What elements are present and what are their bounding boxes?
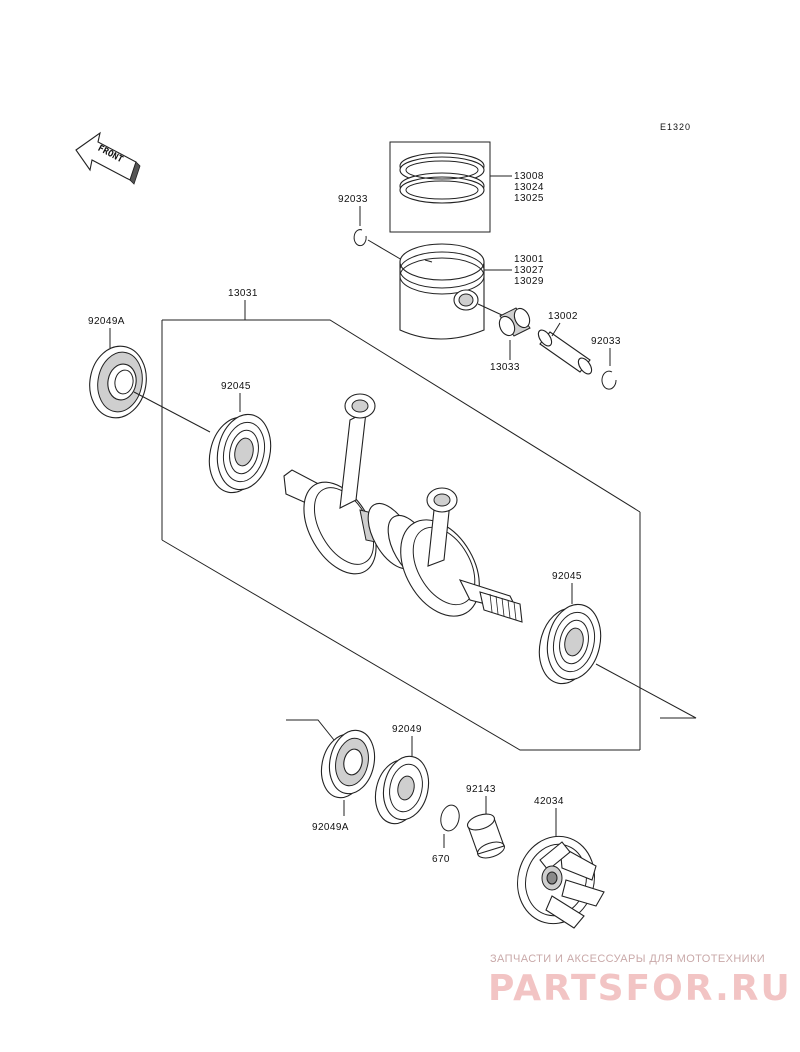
watermark-brand: PARTSFOR.RU: [488, 968, 792, 1009]
part-number-rings-3: 13025: [514, 193, 544, 204]
o-ring: [440, 804, 460, 832]
part-number-rings-1: 13008: [514, 171, 544, 182]
piston-rings: [389, 141, 491, 233]
piston-pin: [537, 329, 593, 375]
part-number-bearing-left: 92045: [221, 381, 251, 392]
oil-seal-top: [89, 345, 147, 419]
part-number-circlip-right: 92033: [591, 336, 621, 347]
part-number-seal-bottom: 92049A: [312, 822, 349, 833]
crankshaft: [283, 393, 523, 623]
part-number-bearing-bottom: 92049: [392, 724, 422, 735]
circlip-right: [601, 370, 617, 390]
watermark-tagline: ЗАПЧАСТИ И АКСЕССУАРЫ ДЛЯ МОТОТЕХНИКИ: [490, 953, 765, 965]
part-number-piston-2: 13027: [514, 265, 544, 276]
bearing-right: [538, 603, 602, 685]
needle-bearing: [498, 307, 531, 337]
collar: [466, 813, 505, 859]
part-number-bearing-right: 92045: [552, 571, 582, 582]
oil-seal-bottom: [320, 729, 376, 799]
part-number-rings-2: 13024: [514, 182, 544, 193]
part-number-collar: 92143: [466, 784, 496, 795]
part-number-circlip-left: 92033: [338, 194, 368, 205]
front-arrow-icon: FRONT: [75, 131, 141, 185]
part-number-seal-top: 92049A: [88, 316, 125, 327]
impeller: [517, 835, 605, 929]
part-number-piston-3: 13029: [514, 276, 544, 287]
diagram-code: E1320: [660, 122, 691, 132]
part-number-oring: 670: [432, 854, 450, 865]
bearing-bottom: [374, 755, 430, 825]
part-number-crankshaft: 13031: [228, 288, 258, 299]
part-number-impeller: 42034: [534, 796, 564, 807]
bearing-left: [208, 413, 272, 494]
circlip-left: [353, 229, 367, 247]
part-number-piston-1: 13001: [514, 254, 544, 265]
piston: [399, 243, 485, 340]
part-number-needle-bearing: 13033: [490, 362, 520, 373]
part-number-pin: 13002: [548, 311, 578, 322]
